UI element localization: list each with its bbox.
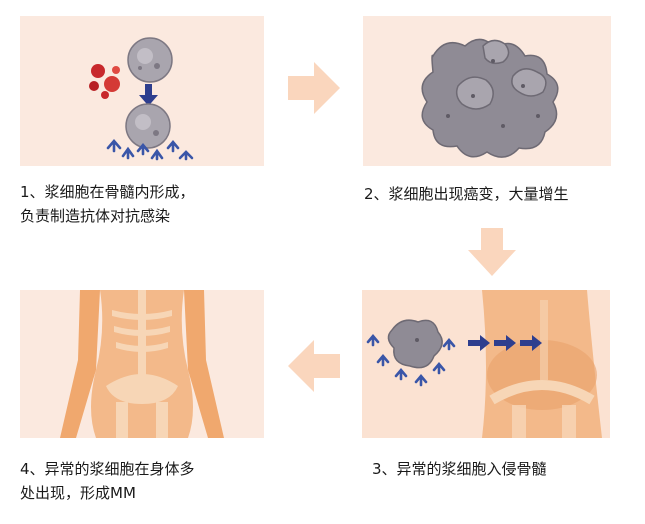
cell-nuclei	[446, 59, 540, 128]
step-4-illustration	[20, 290, 264, 438]
precursor-cell	[127, 37, 173, 83]
red-blood-cells	[89, 64, 120, 99]
step-2-illustration	[363, 16, 611, 166]
cancer-cell	[387, 319, 443, 369]
invasion-arrows	[468, 335, 542, 351]
skeleton	[106, 290, 178, 438]
step-4-line-2: 处出现，形成MM	[20, 484, 136, 502]
step-3-line-1: 3、异常的浆细胞入侵骨髓	[372, 460, 547, 478]
step-1-line-2: 负责制造抗体对抗感染	[20, 207, 171, 225]
step-1-illustration	[20, 16, 264, 166]
step-4-caption: 4、异常的浆细胞在身体多 处出现，形成MM	[20, 457, 195, 505]
antibodies	[366, 333, 456, 387]
step-1-caption: 1、浆细胞在骨髓内形成， 负责制造抗体对抗感染	[20, 180, 195, 228]
step-2-line-1: 2、浆细胞出现癌变，大量增生	[364, 185, 569, 203]
antibodies	[106, 139, 194, 161]
plasma-cell	[125, 103, 171, 149]
down-arrow-icon	[139, 84, 158, 106]
cancer-cell-cluster	[421, 38, 559, 158]
step-4-line-1: 4、异常的浆细胞在身体多	[20, 460, 195, 478]
arrow-down-icon	[468, 228, 516, 276]
arrow-left-icon	[288, 340, 340, 392]
torso-figure	[482, 290, 602, 438]
arrow-right-icon	[288, 62, 340, 114]
step-3-caption: 3、异常的浆细胞入侵骨髓	[372, 457, 547, 481]
step-2-caption: 2、浆细胞出现癌变，大量增生	[364, 182, 569, 206]
step-3-illustration	[362, 290, 610, 438]
step-1-line-1: 1、浆细胞在骨髓内形成，	[20, 183, 195, 201]
